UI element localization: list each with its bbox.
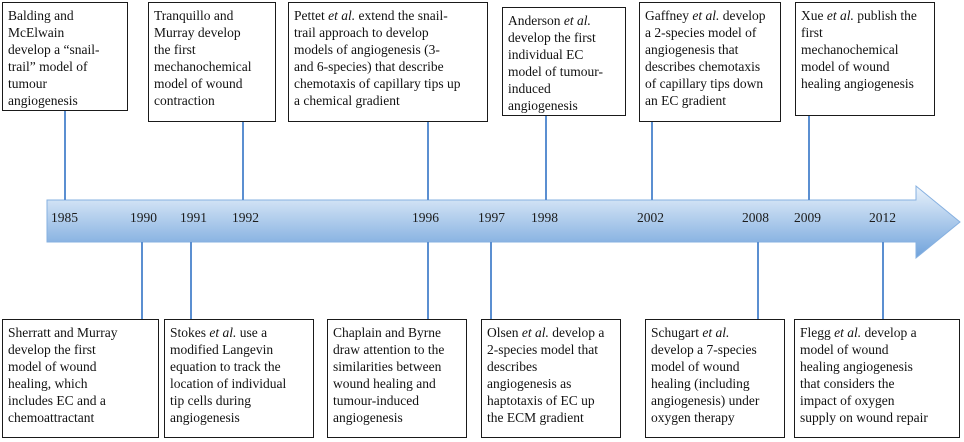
event-box-2009: Xue et al. publish the first mechanochem… — [795, 2, 935, 116]
connector-bottom-1990 — [141, 242, 143, 319]
event-box-1998: Anderson et al. develop the first indivi… — [502, 7, 626, 116]
year-label-1985: 1985 — [51, 210, 78, 225]
connector-top-2009 — [808, 116, 810, 200]
event-box-1996-top: Pettet et al. extend the snail- trail ap… — [288, 2, 488, 122]
year-label-2012: 2012 — [869, 210, 896, 225]
year-label-2008: 2008 — [742, 210, 769, 225]
year-label-1992: 1992 — [232, 210, 259, 225]
event-box-1996-bottom: Chaplain and Byrne draw attention to the… — [327, 319, 467, 438]
event-text: Tranquillo and Murray develop the first … — [154, 8, 252, 108]
event-text: Schugart et al. develop a 7-species mode… — [651, 325, 760, 425]
event-text: Balding and McElwain develop a “snail- t… — [8, 8, 100, 108]
event-text: Gaffney et al. develop a 2-species model… — [645, 8, 766, 108]
event-text: Pettet et al. extend the snail- trail ap… — [294, 8, 461, 108]
event-box-1991: Stokes et al. use a modified Langevin eq… — [164, 319, 314, 438]
year-label-1991: 1991 — [180, 210, 207, 225]
event-box-2012: Flegg et al. develop a model of wound he… — [794, 319, 960, 438]
event-box-1997: Olsen et al. develop a 2-species model t… — [481, 319, 621, 438]
connector-bottom-1996 — [427, 242, 429, 319]
year-label-2002: 2002 — [637, 210, 664, 225]
event-box-1990: Sherratt and Murray develop the first mo… — [2, 319, 159, 438]
connector-top-1985 — [64, 111, 66, 200]
event-box-2008: Schugart et al. develop a 7-species mode… — [645, 319, 785, 438]
connector-bottom-1991 — [190, 242, 192, 319]
connector-bottom-1997 — [490, 242, 492, 319]
event-text: Flegg et al. develop a model of wound he… — [800, 325, 928, 425]
year-label-2009: 2009 — [794, 210, 821, 225]
event-text: Chaplain and Byrne draw attention to the… — [333, 325, 445, 425]
year-label-1996: 1996 — [412, 210, 439, 225]
event-box-2002: Gaffney et al. develop a 2-species model… — [639, 2, 781, 122]
event-text: Olsen et al. develop a 2-species model t… — [487, 325, 605, 425]
connector-top-2002 — [651, 122, 653, 200]
year-label-1990: 1990 — [130, 210, 157, 225]
connector-top-1996 — [427, 122, 429, 200]
event-box-1992: Tranquillo and Murray develop the first … — [148, 2, 276, 122]
connector-top-1998 — [545, 116, 547, 200]
year-label-1997: 1997 — [478, 210, 505, 225]
event-text: Xue et al. publish the first mechanochem… — [801, 8, 917, 91]
connector-bottom-2008 — [757, 242, 759, 319]
event-text: Sherratt and Murray develop the first mo… — [8, 325, 118, 425]
event-text: Anderson et al. develop the first indivi… — [508, 13, 603, 113]
event-box-1985: Balding and McElwain develop a “snail- t… — [2, 2, 128, 111]
connector-bottom-2012 — [882, 242, 884, 319]
event-text: Stokes et al. use a modified Langevin eq… — [170, 325, 287, 425]
connector-top-1992 — [242, 122, 244, 200]
year-label-1998: 1998 — [531, 210, 558, 225]
